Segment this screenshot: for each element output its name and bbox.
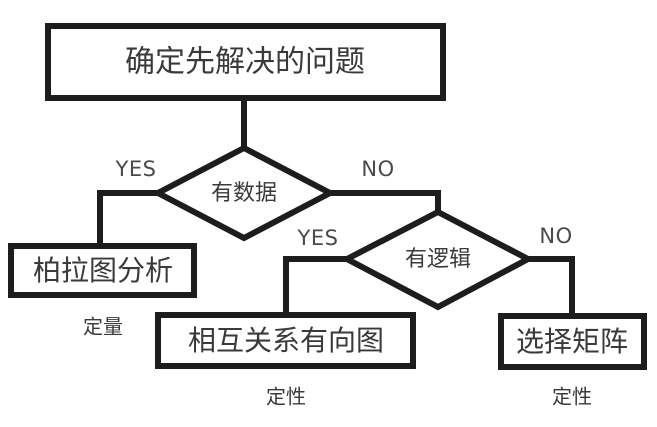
edge-label-logic-yes: YES	[297, 226, 339, 250]
connector-decision-data-no-to-decision-logic	[330, 190, 441, 213]
caption-matrix: 定性	[552, 385, 592, 409]
node-matrix-shape	[498, 313, 647, 370]
node-pareto-label: 柏拉图分析	[33, 254, 173, 287]
node-decision-logic-label: 有逻辑	[405, 247, 471, 272]
connector-decision-logic-yes-to-digraph	[283, 256, 347, 315]
node-decision-logic[interactable]: 有逻辑	[340, 208, 535, 311]
edge-label-data-yes: YES	[115, 157, 157, 181]
node-matrix[interactable]: 选择矩阵	[498, 313, 647, 370]
node-decision-data[interactable]: 有数据	[151, 144, 337, 242]
node-decision-logic-shape	[340, 208, 535, 311]
node-decision-data-label: 有数据	[211, 181, 277, 206]
node-digraph-label: 相互关系有向图	[188, 324, 384, 357]
node-start-label: 确定先解决的问题	[125, 45, 365, 80]
node-pareto-shape	[8, 243, 197, 298]
node-start-shape	[45, 23, 446, 101]
caption-digraph: 定性	[266, 385, 306, 409]
node-start[interactable]: 确定先解决的问题	[45, 23, 446, 101]
node-matrix-label: 选择矩阵	[516, 325, 628, 358]
edge-label-logic-no: NO	[539, 224, 572, 248]
connector-decision-data-yes-to-pareto	[97, 190, 158, 246]
node-pareto[interactable]: 柏拉图分析	[8, 243, 197, 298]
edge-label-data-no: NO	[361, 157, 394, 181]
node-decision-data-shape	[151, 144, 337, 242]
connector-decision-logic-no-to-matrix	[528, 256, 575, 316]
node-digraph-shape	[155, 312, 416, 369]
caption-pareto: 定量	[83, 315, 123, 339]
node-digraph[interactable]: 相互关系有向图	[155, 312, 416, 369]
